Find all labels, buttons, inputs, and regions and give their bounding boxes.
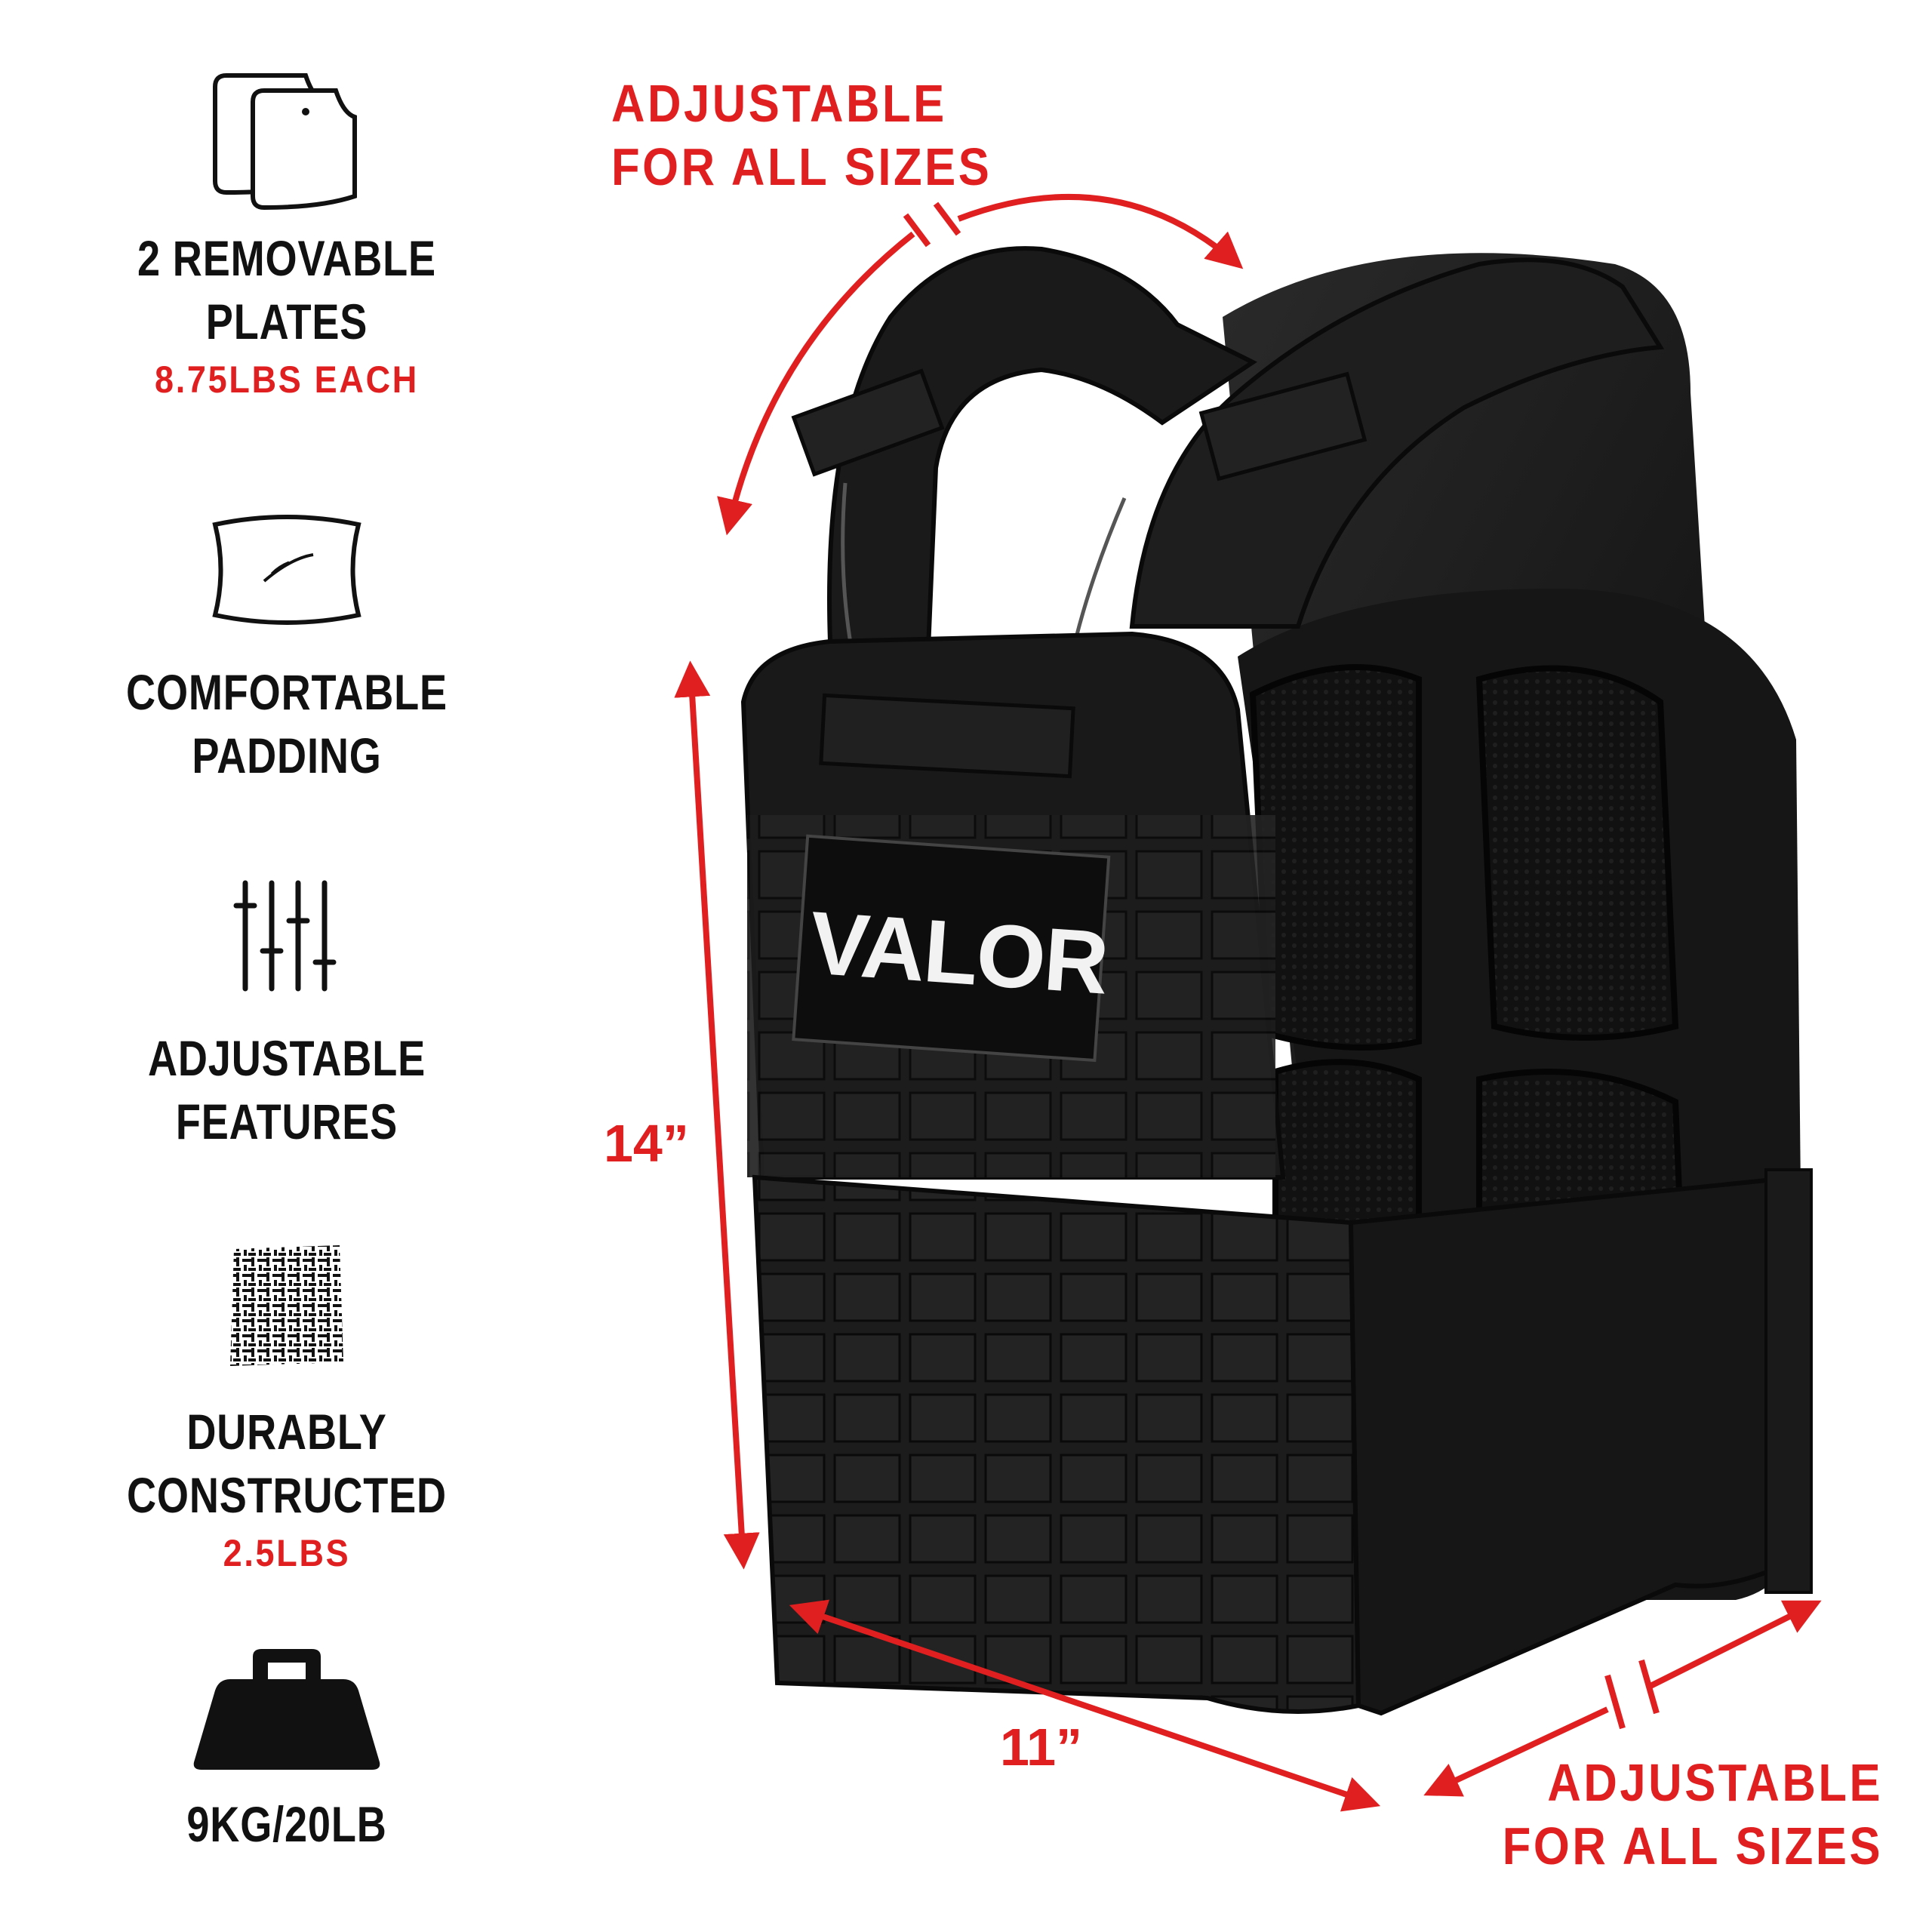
padding-icon	[212, 515, 361, 625]
feature-durable-sub: 2.5LBS	[223, 1532, 351, 1574]
dimension-height-label: 14”	[604, 1114, 689, 1173]
feature-padding-label: COMFORTABLE PADDING	[126, 664, 448, 783]
shoulder-straps	[791, 246, 1665, 695]
arrow-bottom-right	[1647, 1600, 1822, 1690]
arrow-top-left-arc	[717, 231, 915, 536]
vest-cummerbund	[752, 1168, 1813, 1716]
feature-durable: DURABLY CONSTRUCTED 2.5LBS	[91, 1241, 483, 1575]
arrow-top-right-arc	[957, 193, 1244, 269]
dimension-arrows	[674, 193, 1822, 1812]
feature-adjustable-label: ADJUSTABLE FEATURES	[147, 1030, 426, 1149]
callout-top: ADJUSTABLE FOR ALL SIZES	[611, 74, 992, 196]
arrow-width	[789, 1599, 1381, 1812]
feature-plates: 2 REMOVABLE PLATES 8.75LBS EACH	[91, 68, 483, 401]
plates-icon	[213, 73, 357, 211]
valor-logo: VALOR	[806, 893, 1111, 1014]
vest-front-panel	[740, 631, 1286, 1180]
feature-durable-label: DURABLY CONSTRUCTED	[127, 1404, 447, 1523]
feature-padding: COMFORTABLE PADDING	[91, 509, 483, 787]
feature-adjustable: ADJUSTABLE FEATURES	[91, 875, 483, 1153]
dimension-width-label: 11”	[1000, 1718, 1082, 1777]
fabric-texture-icon	[230, 1245, 343, 1366]
arrow-height	[674, 660, 760, 1570]
feature-plates-label: 2 REMOVABLE PLATES	[137, 230, 436, 349]
feature-plates-sub: 8.75LBS EACH	[154, 358, 419, 401]
weight-icon	[193, 1649, 380, 1770]
feature-weight-label: 9KG/20LB	[186, 1796, 387, 1852]
callout-bottom: ADJUSTABLE FOR ALL SIZES	[1502, 1753, 1883, 1875]
adjust-sliders-icon	[233, 880, 337, 992]
feature-weight: 9KG/20LB	[91, 1649, 483, 1856]
arrow-bottom-left	[1423, 1706, 1609, 1797]
